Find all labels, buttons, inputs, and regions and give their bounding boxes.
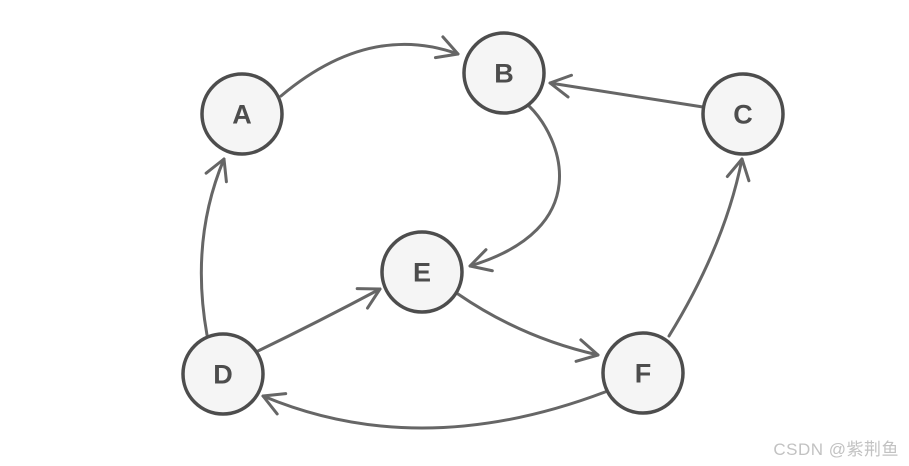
node-F-circle (601, 331, 685, 415)
node-D-circle (181, 332, 265, 416)
node-F: F (601, 331, 685, 415)
node-A-circle (200, 72, 284, 156)
edge-A-B (279, 35, 460, 98)
watermark: CSDN @紫荆鱼 (773, 440, 899, 459)
node-C-circle (701, 72, 785, 156)
node-E: E (380, 230, 464, 314)
node-F-label: F (635, 359, 652, 389)
edge-B-E (468, 104, 561, 273)
node-A: A (200, 72, 284, 156)
node-E-circle (380, 230, 464, 314)
edge-D-A (199, 157, 228, 337)
node-E-label: E (413, 258, 431, 288)
edge-D-E (256, 287, 382, 353)
edge-F-C (667, 157, 751, 338)
node-C-label: C (733, 100, 753, 130)
node-B-circle (462, 31, 546, 115)
node-C: C (701, 72, 785, 156)
edges-layer (199, 35, 751, 430)
nodes-layer: A B C D E F (181, 31, 785, 416)
node-A-label: A (232, 100, 252, 130)
node-B: B (462, 31, 546, 115)
node-D-label: D (213, 360, 233, 390)
edge-C-B (548, 73, 705, 109)
edge-F-D (261, 390, 607, 430)
node-D: D (181, 332, 265, 416)
node-B-label: B (494, 59, 514, 89)
edge-E-F (456, 292, 600, 363)
